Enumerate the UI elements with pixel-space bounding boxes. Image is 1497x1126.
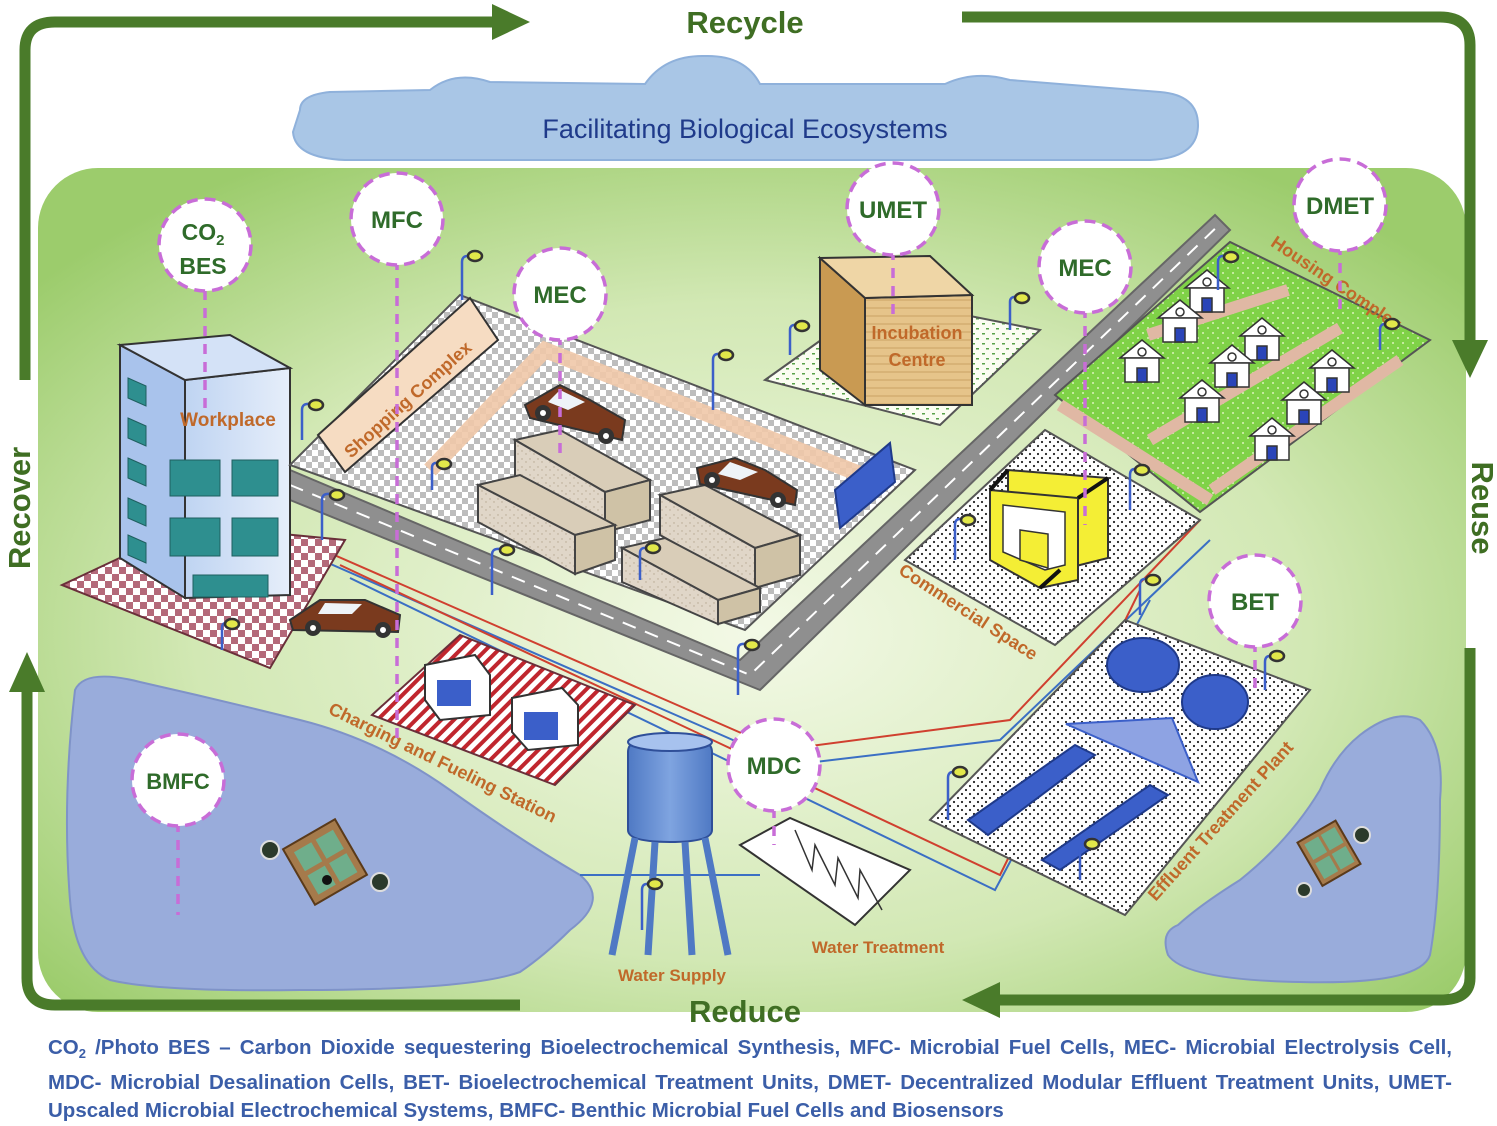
lamp: [1216, 250, 1240, 290]
legend-text: /Photo BES – Carbon Dioxide sequestering…: [48, 1036, 1452, 1122]
badge-mfc-label: MFC: [371, 207, 423, 234]
lamp: [1128, 463, 1151, 510]
cloud: Facilitating Biological Ecosystems: [291, 54, 1200, 161]
badge-mec-shopping: MEC: [512, 246, 608, 342]
lamp: [1008, 291, 1031, 330]
badge-co2-sub: 2: [216, 232, 224, 249]
label-recycle: Recycle: [686, 5, 803, 40]
arrow-reuse-head: [1452, 340, 1488, 378]
cloud-label: Facilitating Biological Ecosystems: [542, 114, 947, 144]
lamp: [460, 249, 484, 300]
house: [1307, 349, 1357, 393]
label-recover: Recover: [2, 447, 37, 569]
badge-bet-label: BET: [1231, 589, 1279, 616]
legend: CO2 /Photo BES – Carbon Dioxide sequeste…: [48, 1034, 1452, 1126]
legend-co2-sub: 2: [78, 1046, 86, 1061]
badge-dmet: DMET: [1292, 157, 1388, 253]
parking-blocks: [475, 428, 803, 626]
sensor-raft-left: [260, 817, 390, 907]
house: [1247, 417, 1297, 461]
arrow-reduce-left: [21, 690, 520, 1011]
house: [1237, 317, 1287, 361]
badge-mec-road: MEC: [1037, 219, 1133, 315]
badge-mdc-label: MDC: [747, 753, 802, 780]
street-lamps: [220, 249, 1401, 930]
badge-leaders: [176, 245, 1342, 915]
lamp: [953, 513, 977, 560]
badge-bmfc: BMFC: [130, 732, 226, 828]
shopping-complex: Shopping Complex: [288, 293, 917, 632]
badge-mfc: MFC: [349, 171, 445, 267]
badge-mec-shopping-label: MEC: [533, 282, 586, 309]
badge-co2-bes: CO2 BES: [157, 197, 253, 293]
label-reuse: Reuse: [1465, 461, 1497, 554]
car-shopping-2: [695, 456, 799, 508]
lamp: [490, 543, 516, 595]
workplace-label: Workplace: [180, 410, 276, 431]
lamp: [1378, 317, 1401, 350]
badge-mdc: MDC: [726, 717, 822, 813]
house: [1117, 339, 1167, 383]
house: [1207, 344, 1257, 388]
billboard: [833, 441, 897, 530]
water-treatment: Water Treatment: [738, 816, 945, 957]
badge-bmfc-label: BMFC: [146, 769, 210, 794]
water-supply-label: Water Supply: [618, 966, 727, 985]
badges: CO2 BES MFC MEC UMET MEC DMET BET: [130, 157, 1388, 828]
car-shopping-1: [523, 383, 627, 444]
lamp: [1078, 837, 1101, 880]
svg-text:CO2: CO2: [182, 219, 225, 249]
legend-co2: CO: [48, 1036, 79, 1059]
badge-umet-label: UMET: [859, 197, 927, 224]
lamp: [300, 398, 325, 440]
badge-co2-line2: BES: [179, 253, 226, 279]
lamp: [320, 488, 346, 540]
arrow-recycle-left: [19, 16, 500, 380]
lamp: [711, 348, 735, 410]
house: [1155, 299, 1205, 343]
lamp: [1138, 573, 1162, 615]
lamp: [220, 617, 241, 650]
badge-dmet-label: DMET: [1306, 193, 1374, 220]
arrow-reuse-lower: [995, 648, 1476, 1006]
incubation-label-2: Centre: [888, 350, 945, 370]
commercial-space: Commercial Space: [895, 428, 1202, 664]
label-reduce: Reduce: [689, 994, 801, 1029]
lamp: [640, 877, 664, 930]
houses: [1117, 269, 1357, 461]
urban-ecosystem-diagram: Recycle Reduce Recover Reuse Facilitatin…: [2, 4, 1497, 1029]
incubation-label-1: Incubation: [872, 323, 963, 343]
house: [1177, 379, 1227, 423]
arrow-recycle-left-head: [492, 4, 530, 40]
cycle-arrows: [9, 4, 1488, 1018]
water-treatment-label: Water Treatment: [812, 938, 945, 957]
lamp: [946, 765, 969, 820]
arrow-recycle-right: [962, 11, 1476, 345]
lamp: [736, 638, 761, 695]
incubation-centre: Incubation Centre: [762, 254, 1043, 427]
water-tower: Water Supply: [608, 732, 732, 985]
arrow-reduce-head: [962, 982, 1000, 1018]
house: [1279, 381, 1329, 425]
badge-mec-road-label: MEC: [1058, 255, 1111, 282]
badge-co2-text: CO: [182, 219, 217, 245]
car-road: [288, 599, 402, 638]
workplace: Workplace: [59, 333, 347, 670]
lamp: [1263, 649, 1286, 690]
badge-bet: BET: [1207, 553, 1303, 649]
badge-umet: UMET: [845, 161, 941, 257]
lamp: [638, 541, 662, 580]
sensor-raft-right: [1296, 819, 1371, 898]
arrow-recover-head: [9, 652, 45, 692]
lamp: [788, 319, 811, 355]
lamp: [430, 457, 453, 490]
